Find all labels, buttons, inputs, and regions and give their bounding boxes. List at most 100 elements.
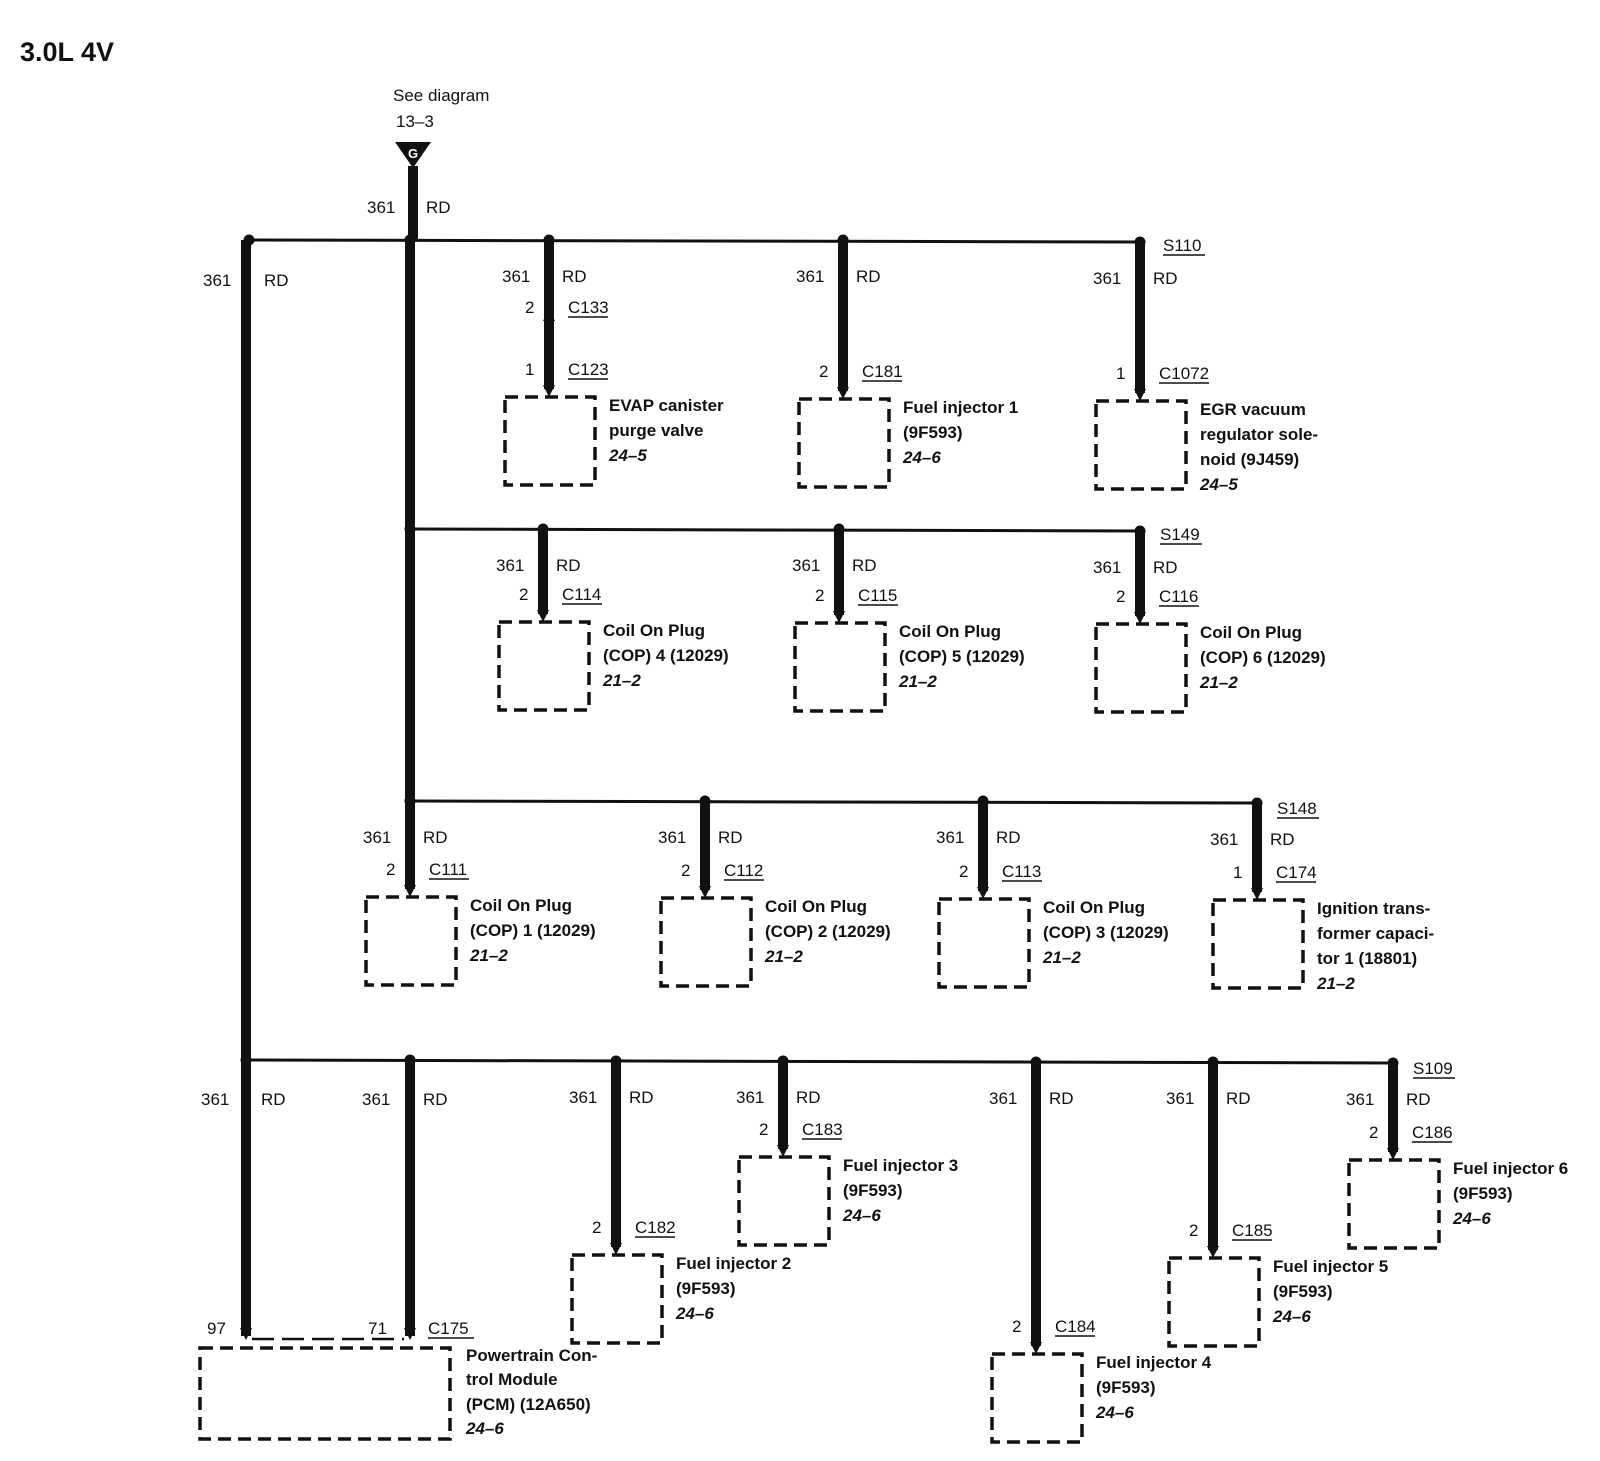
wire-color: RD — [556, 556, 581, 575]
connector-pin: 2 — [1189, 1221, 1198, 1240]
connector-arrow — [1387, 1148, 1399, 1160]
pcm-wire-71-color: RD — [423, 1090, 448, 1109]
connector-pin: 2 — [819, 362, 828, 381]
component-box — [793, 621, 887, 713]
bus-second — [409, 527, 1144, 533]
connector-arrow — [404, 885, 416, 897]
see-diagram-label: See diagram — [393, 86, 489, 105]
component-box — [1094, 622, 1188, 714]
connector-id: C1072 — [1159, 364, 1209, 383]
connector-arrow — [1134, 389, 1146, 401]
diagram-title: 3.0L 4V — [20, 37, 114, 67]
component-label: Ignition trans- — [1317, 899, 1430, 918]
component-page-ref: 24–6 — [1095, 1403, 1134, 1422]
connector-id: C116 — [1159, 587, 1198, 606]
pcm-connector-c175: C175 — [428, 1319, 469, 1338]
component-label: EGR vacuum — [1200, 400, 1306, 419]
component-label: Fuel injector 4 — [1096, 1353, 1212, 1372]
component-label: (9F593) — [843, 1181, 903, 1200]
component-label: Fuel injector 3 — [843, 1156, 958, 1175]
wire-circuit-number: 361 — [502, 267, 530, 286]
pcm-page-ref: 24–6 — [465, 1419, 504, 1438]
trunk-circuit-number: 361 — [203, 271, 231, 290]
component-box — [497, 620, 591, 712]
connector-pin: 2 — [592, 1218, 601, 1237]
component-label: Coil On Plug — [765, 897, 867, 916]
component-page-ref: 21–2 — [602, 671, 641, 690]
wire-circuit-number: 361 — [1093, 558, 1121, 577]
connector-pin: 2 — [386, 860, 395, 879]
feed-circuit-number: 361 — [367, 198, 395, 217]
connector-pin: 1 — [1233, 863, 1242, 882]
splice-label-s110: S110 — [1163, 236, 1201, 255]
pcm-wire-97-circuit: 361 — [201, 1090, 229, 1109]
ground-reference-letter: G — [408, 146, 418, 161]
connector-id: C181 — [862, 362, 903, 381]
wire-color: RD — [796, 1088, 821, 1107]
component-page-ref: 24–6 — [902, 448, 941, 467]
component-box — [1094, 399, 1188, 491]
connector-id: C114 — [562, 585, 601, 604]
pcm-wire-71-circuit: 361 — [362, 1090, 390, 1109]
wire-color: RD — [629, 1088, 654, 1107]
pcm-pin-97: 97 — [207, 1319, 226, 1338]
component-page-ref: 24–6 — [1452, 1209, 1491, 1228]
wire-color: RD — [562, 267, 587, 286]
bus-bottom — [245, 1058, 1394, 1065]
wire-circuit-number: 361 — [1166, 1089, 1194, 1108]
component-box — [503, 395, 597, 487]
feed-wire-color: RD — [426, 198, 451, 217]
connector-arrow — [537, 610, 549, 622]
connector-arrow — [977, 887, 989, 899]
wire-circuit-number: 361 — [989, 1089, 1017, 1108]
pcm-label-line-3: (PCM) (12A650) — [466, 1395, 591, 1414]
wire-circuit-number: 361 — [792, 556, 820, 575]
wire-circuit-number: 361 — [569, 1088, 597, 1107]
wire-color: RD — [1270, 830, 1295, 849]
component-page-ref: 24–6 — [1272, 1307, 1311, 1326]
connector-id: C184 — [1055, 1317, 1096, 1336]
connector-id: C186 — [1412, 1123, 1453, 1142]
component-box — [1167, 1256, 1261, 1348]
connector-id: C174 — [1276, 863, 1317, 882]
component-label: Coil On Plug — [603, 621, 705, 640]
component-label: Fuel injector 1 — [903, 398, 1018, 417]
bus-third — [409, 799, 1261, 805]
wire-circuit-number: 361 — [1210, 830, 1238, 849]
component-page-ref: 21–2 — [469, 946, 508, 965]
component-box — [797, 397, 891, 489]
component-label: (COP) 4 (12029) — [603, 646, 729, 665]
trunk-wire-color: RD — [264, 271, 289, 290]
connector-pin: 1 — [525, 360, 534, 379]
component-label: (COP) 6 (12029) — [1200, 648, 1326, 667]
connector-id: C185 — [1232, 1221, 1273, 1240]
component-label: Fuel injector 2 — [676, 1254, 791, 1273]
wire-circuit-number: 361 — [736, 1088, 764, 1107]
component-label: Coil On Plug — [1200, 623, 1302, 642]
component-page-ref: 24–6 — [675, 1304, 714, 1323]
upper-connector-pin: 2 — [525, 298, 534, 317]
component-label: Fuel injector 5 — [1273, 1257, 1388, 1276]
connector-pin: 2 — [759, 1120, 768, 1139]
bus-top — [248, 238, 1144, 244]
component-label: noid (9J459) — [1200, 450, 1299, 469]
pcm-label-line-1: Powertrain Con- — [466, 1346, 597, 1365]
wire-color: RD — [1226, 1089, 1251, 1108]
splice-label-s148: S148 — [1277, 799, 1317, 818]
wire-color: RD — [1049, 1089, 1074, 1108]
connector-arrow — [1134, 612, 1146, 624]
connector-pin: 2 — [519, 585, 528, 604]
wire-circuit-number: 361 — [1346, 1090, 1374, 1109]
connector-id: C115 — [858, 586, 897, 605]
component-box — [1347, 1158, 1441, 1250]
connector-pin: 2 — [815, 586, 824, 605]
component-box — [570, 1253, 664, 1345]
